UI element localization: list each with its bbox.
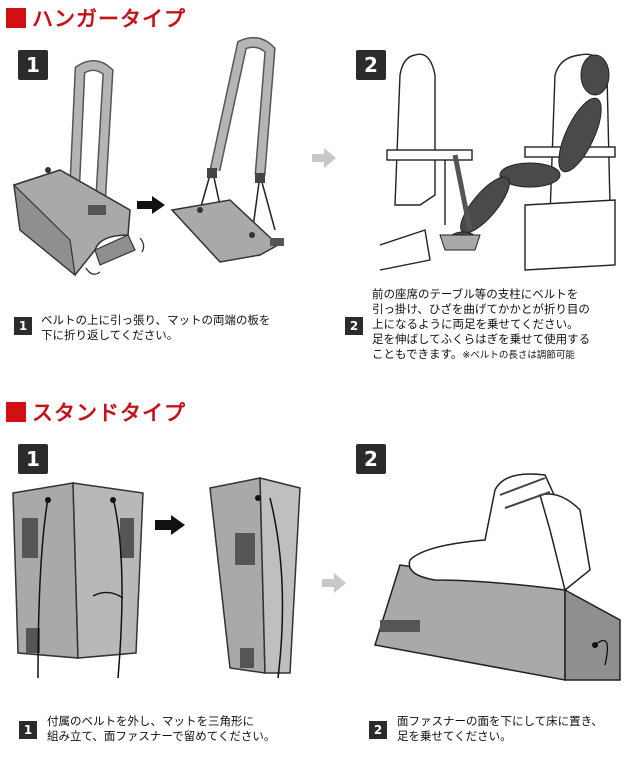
stand-step2-caption: 面ファスナーの面を下にして床に置き、 足を乗せてください。 — [397, 714, 603, 744]
step-number-box: 1 — [18, 50, 48, 80]
caption-line: 引っ掛け、ひざを曲げてかかとが折り目の — [372, 302, 590, 316]
belt-note: ※ベルトの長さは調節可能 — [462, 350, 575, 361]
step-number-small: 1 — [19, 721, 37, 739]
caption-line: こともできます。※ベルトの長さは調節可能 — [372, 347, 590, 363]
section-title-text: スタンドタイプ — [32, 401, 186, 425]
step-number-box: 2 — [356, 50, 386, 80]
title-marker — [6, 8, 26, 28]
hanger-seat-illustration — [379, 53, 616, 271]
title-marker — [6, 402, 26, 422]
hanger-step1-caption: ベルトの上に引っ張り、マットの両端の板を 下に折り返してください。 — [41, 313, 271, 343]
caption-line: 足を伸ばしてふくらはぎを乗せて使用する — [372, 332, 591, 346]
caption-line: 足を乗せてください。 — [397, 729, 512, 743]
step-number-small: 1 — [14, 317, 32, 335]
caption-text: こともできます。 — [372, 347, 463, 361]
section-title-stand: スタンドタイプ — [6, 397, 186, 427]
caption-line: 面ファスナーの面を下にして床に置き、 — [397, 714, 603, 728]
caption-line: 下に折り返してください。 — [41, 328, 179, 342]
stand-folded-illustration — [209, 477, 301, 679]
section-title-hanger: ハンガータイプ — [6, 3, 186, 33]
step-number-box: 2 — [356, 444, 386, 474]
stand-step1-caption: 付属のベルトを外し、マットを三角形に 組み立て、面ファスナーで留めてください。 — [47, 714, 275, 744]
hanger-fold-illustration — [13, 60, 145, 277]
black-arrow-icon — [155, 515, 185, 535]
caption-line: 上になるように両足を乗せてください。 — [372, 317, 579, 331]
caption-line: 前の座席のテーブル等の支柱にベルトを — [372, 287, 579, 301]
step-number-small: 2 — [345, 317, 363, 335]
gray-arrow-icon — [312, 148, 336, 168]
hanger-step2-caption: 前の座席のテーブル等の支柱にベルトを 引っ掛け、ひざを曲げてかかとが折り目の 上… — [372, 287, 590, 363]
gray-arrow-icon — [322, 573, 346, 593]
stand-open-illustration — [12, 482, 144, 679]
caption-line: 付属のベルトを外し、マットを三角形に — [47, 714, 254, 728]
stand-use-illustration — [374, 473, 621, 681]
step-number-small: 2 — [369, 721, 387, 739]
hanger-flat-illustration — [170, 36, 284, 263]
step-number-box: 1 — [18, 444, 48, 474]
section-title-text: ハンガータイプ — [32, 7, 186, 31]
black-arrow-icon — [137, 196, 165, 214]
caption-line: ベルトの上に引っ張り、マットの両端の板を — [41, 313, 271, 327]
caption-line: 組み立て、面ファスナーで留めてください。 — [47, 729, 276, 743]
